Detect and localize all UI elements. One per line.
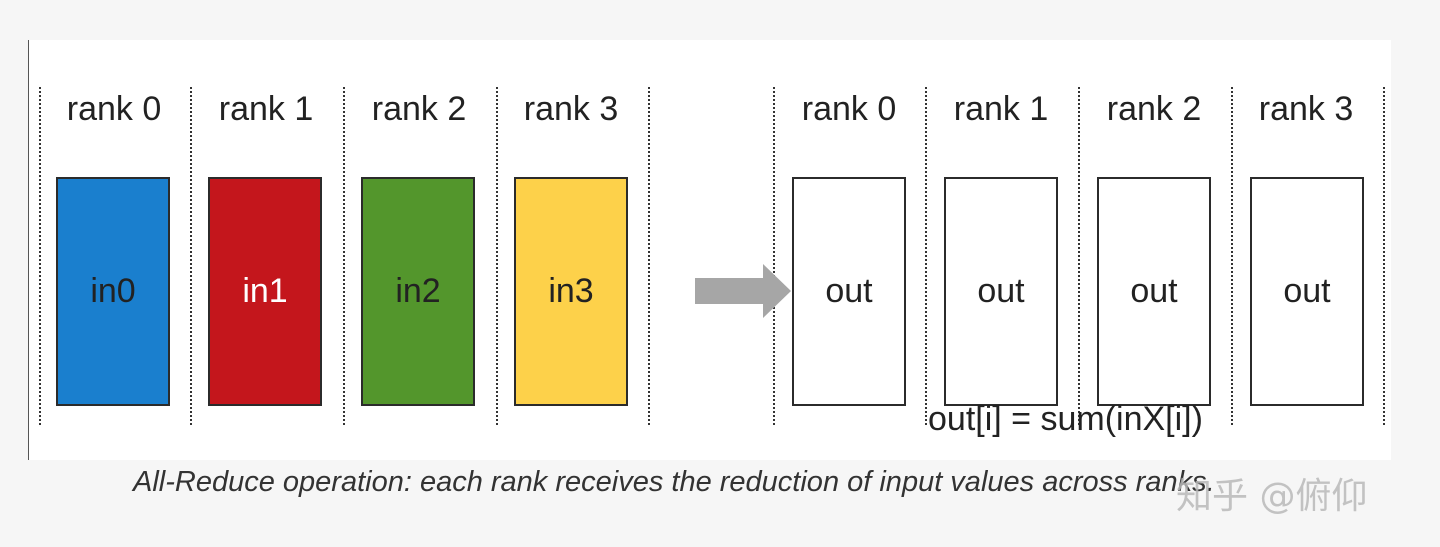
rank-divider bbox=[190, 87, 192, 425]
rank-divider bbox=[496, 87, 498, 425]
right-arrow-icon bbox=[695, 264, 791, 318]
output-buffer-rank2: out bbox=[1097, 177, 1211, 406]
figure-caption: All-Reduce operation: each rank receives… bbox=[133, 466, 1215, 498]
input-rank-label: rank 0 bbox=[66, 90, 162, 128]
rank-divider bbox=[1383, 87, 1385, 425]
output-rank-label: rank 0 bbox=[801, 90, 897, 128]
input-buffer-in0: in0 bbox=[56, 177, 170, 406]
rank-divider bbox=[773, 87, 775, 425]
output-buffer-rank3: out bbox=[1250, 177, 1364, 406]
rank-divider bbox=[1078, 87, 1080, 425]
input-buffer-in2: in2 bbox=[361, 177, 475, 406]
input-rank-label: rank 3 bbox=[523, 90, 619, 128]
output-rank-label: rank 2 bbox=[1106, 90, 1202, 128]
output-rank-label: rank 1 bbox=[953, 90, 1049, 128]
rank-divider bbox=[343, 87, 345, 425]
rank-divider bbox=[925, 87, 927, 425]
rank-divider bbox=[1231, 87, 1233, 425]
output-buffer-rank1: out bbox=[944, 177, 1058, 406]
watermark: 知乎 @俯仰 bbox=[1176, 476, 1368, 517]
output-rank-label: rank 3 bbox=[1258, 90, 1354, 128]
all-reduce-diagram: rank 0 rank 1 rank 2 rank 3 in0 in1 in2 … bbox=[28, 40, 1391, 460]
input-buffer-in3: in3 bbox=[514, 177, 628, 406]
output-buffer-rank0: out bbox=[792, 177, 906, 406]
input-buffer-in1: in1 bbox=[208, 177, 322, 406]
reduction-formula: out[i] = sum(inX[i]) bbox=[928, 400, 1203, 438]
rank-divider bbox=[648, 87, 650, 425]
input-rank-label: rank 2 bbox=[371, 90, 467, 128]
input-rank-label: rank 1 bbox=[218, 90, 314, 128]
rank-divider bbox=[39, 87, 41, 425]
